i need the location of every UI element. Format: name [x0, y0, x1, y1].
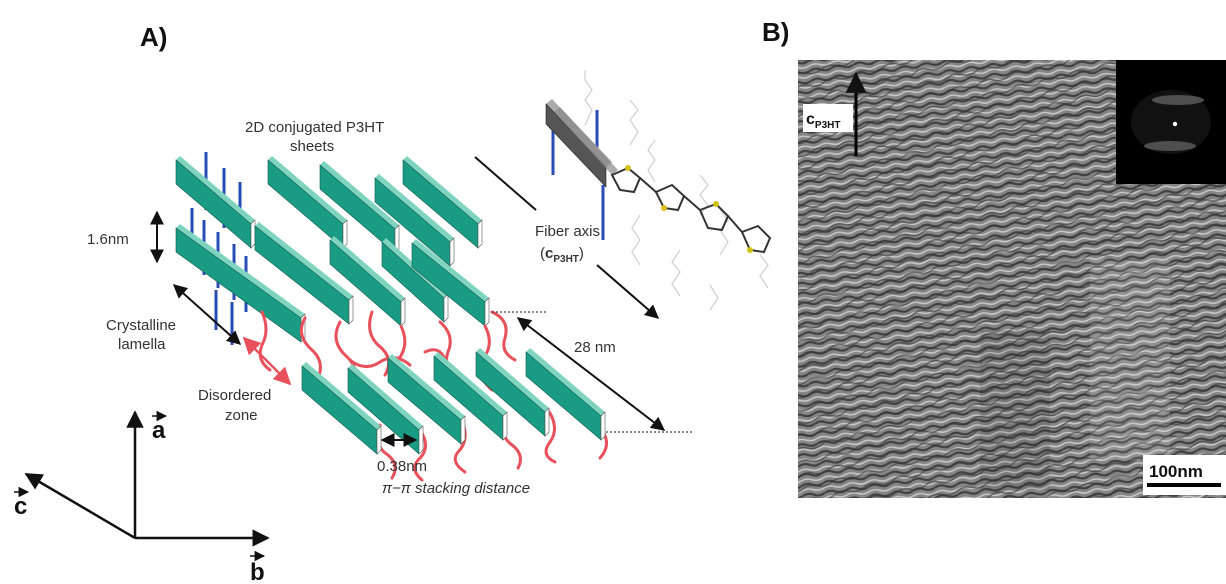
sheet [175, 156, 256, 249]
c-axis-marker: cP3HT [803, 71, 867, 156]
panel-b: B) cP3HT 100nm [762, 17, 1226, 498]
disordered-label-line2: zone [225, 407, 258, 424]
scale-bar-line [1147, 483, 1221, 487]
lamella-label-line1: Crystalline [106, 317, 176, 334]
p3ht-molecule [545, 70, 772, 311]
sheet [254, 222, 354, 325]
sheets-label-line2: sheets [290, 138, 334, 155]
axis-c-arrow [24, 472, 136, 540]
c-label-background [803, 104, 853, 132]
sheet [387, 354, 466, 445]
sheet [433, 352, 508, 441]
stacking-distance-label: 0.38nm [377, 458, 427, 475]
panel-a: A) [14, 22, 772, 584]
panel-b-label: B) [762, 17, 789, 47]
c-label-main: c [806, 111, 815, 128]
fiber-axis-c: c [545, 245, 553, 262]
fiber-axis-label: Fiber axis [535, 223, 600, 240]
sheet [301, 362, 382, 455]
scale-bar-label: 100nm [1149, 462, 1203, 481]
sheet [347, 364, 424, 455]
lamella-arrow [172, 284, 242, 345]
panel-a-label: A) [140, 22, 167, 52]
c-label-sub: P3HT [815, 120, 841, 131]
stacking-label: π−π stacking distance [382, 480, 530, 497]
scale-bar: 100nm [1143, 455, 1226, 495]
c-label: cP3HT [806, 111, 840, 131]
axis-c-label: c [14, 493, 27, 520]
lamella-label-line2: lamella [118, 336, 166, 353]
sheet [175, 224, 306, 343]
spacing-label: 1.6nm [87, 231, 129, 248]
crystal-axes: a b c [14, 410, 270, 584]
length-label: 28 nm [574, 339, 616, 356]
fiber-axis-sub: P3HT [553, 254, 579, 265]
sheets-upper-back [175, 156, 483, 267]
sheet [319, 161, 400, 254]
fiber-axis-arrow [596, 264, 660, 319]
length-arrow [516, 317, 666, 431]
axis-b-label: b [250, 559, 265, 584]
scale-bar-background [1143, 455, 1226, 495]
axis-a-label: a [152, 417, 166, 444]
fft-inset [1116, 60, 1226, 184]
sheets-label-line1: 2D conjugated P3HT [245, 119, 384, 136]
sheets-lower [301, 348, 606, 455]
sheet [374, 174, 455, 267]
sheet [402, 156, 483, 249]
disordered-label-line1: Disordered [198, 387, 271, 404]
disordered-arrow [242, 336, 292, 386]
fiber-axis-symbol: (cP3HT) [540, 245, 584, 265]
fiber-axis-line [474, 156, 537, 211]
sheet [411, 239, 490, 327]
